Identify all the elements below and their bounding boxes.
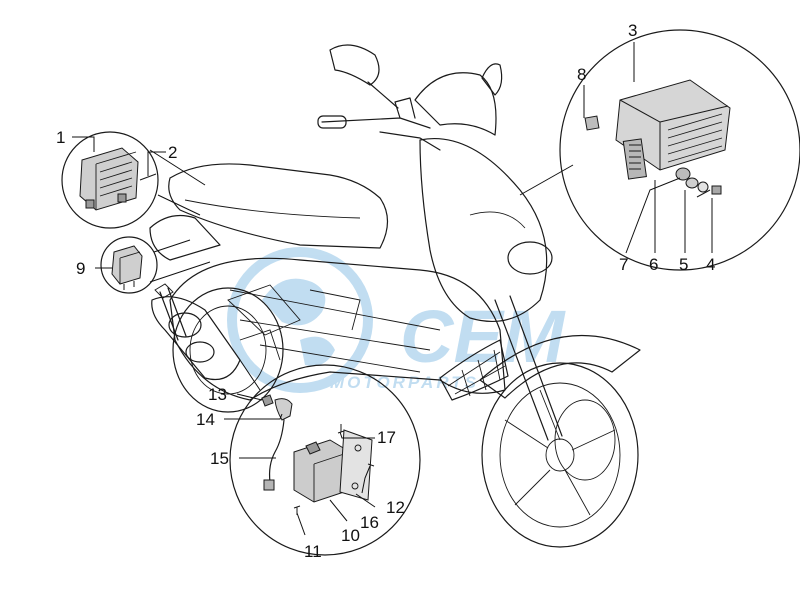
body-side-panel	[169, 257, 506, 401]
watermark-brand: CEM	[400, 295, 566, 378]
callout-14: 14	[196, 410, 215, 429]
callout-10: 10	[341, 526, 360, 545]
detail-circle-ecu	[519, 29, 800, 271]
tail	[149, 215, 221, 261]
part-1-voltage-regulator	[79, 147, 139, 211]
detail-circle-regulator	[61, 131, 206, 229]
part-13-cap	[261, 394, 274, 407]
part-4-bolt	[696, 185, 722, 198]
callout-4: 4	[706, 255, 715, 274]
part-7-grommet	[675, 167, 691, 181]
callout-1: 1	[56, 128, 65, 147]
callout-12: 12	[386, 498, 405, 517]
callout-5: 5	[679, 255, 688, 274]
callout-15: 15	[210, 449, 229, 468]
watermark-globe	[227, 247, 373, 393]
headlight	[507, 241, 553, 275]
part-12-screw	[367, 463, 375, 467]
mirror-left	[329, 44, 380, 86]
detail-circle-relay	[100, 236, 211, 294]
seat	[168, 163, 389, 249]
callout-7: 7	[619, 255, 628, 274]
exhaust	[151, 296, 241, 381]
callout-9: 9	[76, 259, 85, 278]
scooter-illustration	[149, 44, 641, 548]
callout-8: 8	[577, 65, 586, 84]
part-16-bracket	[339, 429, 373, 501]
watermark-globe-land	[262, 278, 335, 366]
part-14-plug-cap	[274, 398, 293, 421]
callout-16: 16	[360, 513, 379, 532]
part-5-washer	[697, 181, 709, 193]
detail-circle-ignition	[229, 359, 421, 556]
callout-2: 2	[168, 143, 177, 162]
part-15-ht-cable	[268, 419, 285, 483]
handlebar	[321, 97, 431, 129]
leader-lines	[72, 42, 713, 536]
grille	[439, 339, 509, 401]
part-2-screw	[139, 173, 157, 181]
front-shield	[419, 138, 548, 322]
part-10-ignition-coil	[293, 439, 351, 503]
callout-3: 3	[628, 21, 637, 40]
part-6-spacer	[685, 177, 699, 189]
callout-6: 6	[649, 255, 658, 274]
ecu-unit	[615, 79, 731, 180]
callout-17: 17	[377, 428, 396, 447]
windscreen	[414, 72, 497, 136]
part-17-bolt	[337, 424, 345, 434]
rear-wheel	[172, 287, 284, 413]
mirror-right	[481, 63, 503, 96]
part-8-nut	[584, 115, 600, 131]
callout-13: 13	[208, 385, 227, 404]
front-wheel	[481, 362, 639, 548]
callout-11: 11	[304, 542, 322, 561]
watermark: CEM MOTORPARTS	[227, 247, 566, 393]
callout-labels: 1 2 3 4 5 6 7 8 9 10 11 12 13 14 15 16 1…	[56, 21, 715, 561]
part-9-relay	[111, 245, 143, 290]
